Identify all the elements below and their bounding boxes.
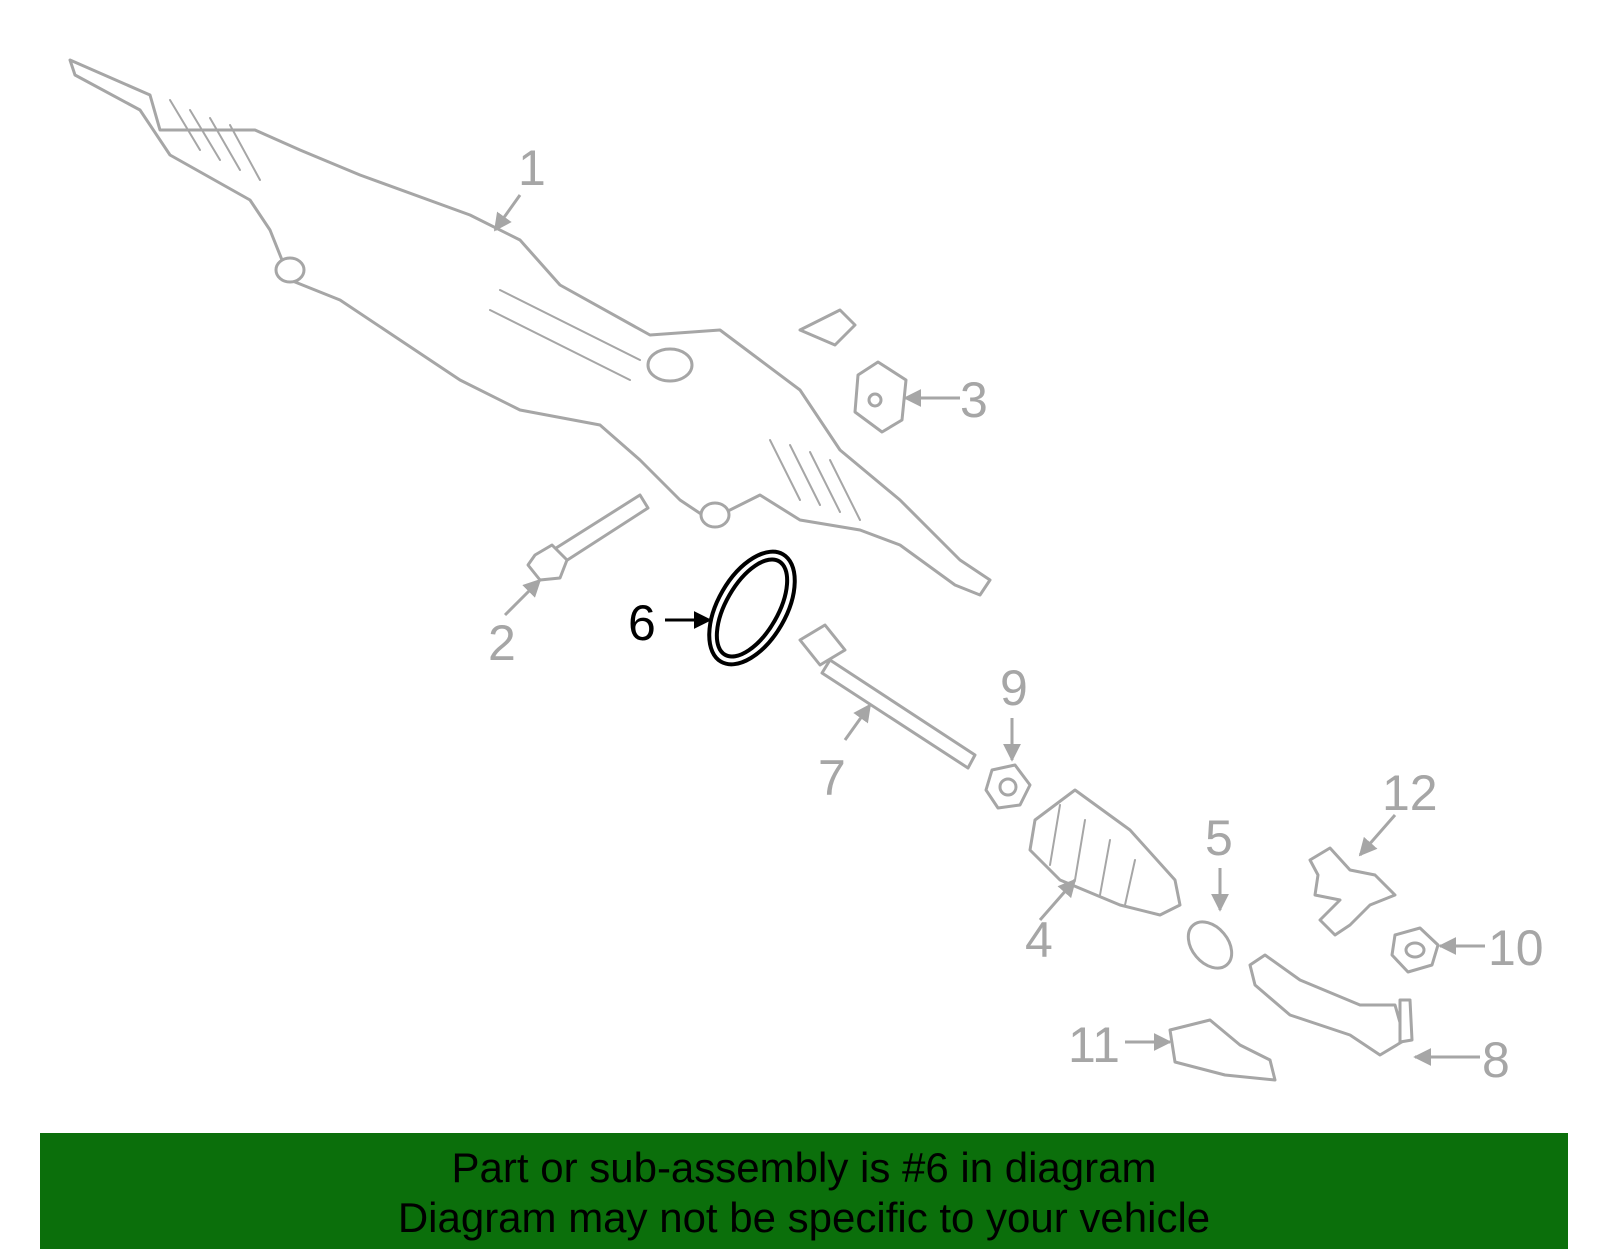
- shield-cover: [1168, 1018, 1277, 1082]
- outer-tie-rod-end: [1248, 953, 1414, 1057]
- callout-6: 6: [628, 595, 656, 651]
- rack-boot: [1028, 788, 1182, 917]
- callout-5: 5: [1205, 810, 1233, 866]
- inner-tie-rod: [798, 623, 977, 770]
- callout-12: 12: [1382, 765, 1438, 821]
- bolt: [526, 493, 650, 582]
- callout-7: 7: [818, 750, 846, 806]
- parts-diagram: 1 2 3 6 7 9 4 5 12 10 11 8: [68, 58, 1544, 1088]
- callout-8: 8: [1482, 1032, 1510, 1088]
- banner-line-2: Diagram may not be specific to your vehi…: [397, 1194, 1211, 1241]
- banner-line-1: Part or sub-assembly is #6 in diagram: [451, 1144, 1157, 1191]
- flange-nut: [1390, 926, 1440, 974]
- steering-rack-assembly: [68, 58, 992, 597]
- callout-4: 4: [1025, 912, 1053, 968]
- callout-10: 10: [1488, 920, 1544, 976]
- boot-clamp: [1186, 920, 1234, 970]
- seal-ring-highlighted: [707, 549, 797, 667]
- leader-lines: [493, 194, 1485, 1066]
- bracket: [1308, 846, 1397, 937]
- jam-nut: [984, 763, 1032, 810]
- callout-9: 9: [1000, 660, 1028, 716]
- callout-2: 2: [488, 615, 516, 671]
- callout-11: 11: [1068, 1017, 1120, 1073]
- callout-3: 3: [960, 372, 988, 428]
- mount-block: [853, 360, 908, 434]
- callout-1: 1: [518, 140, 546, 196]
- info-banner: Part or sub-assembly is #6 in diagram Di…: [40, 1133, 1568, 1249]
